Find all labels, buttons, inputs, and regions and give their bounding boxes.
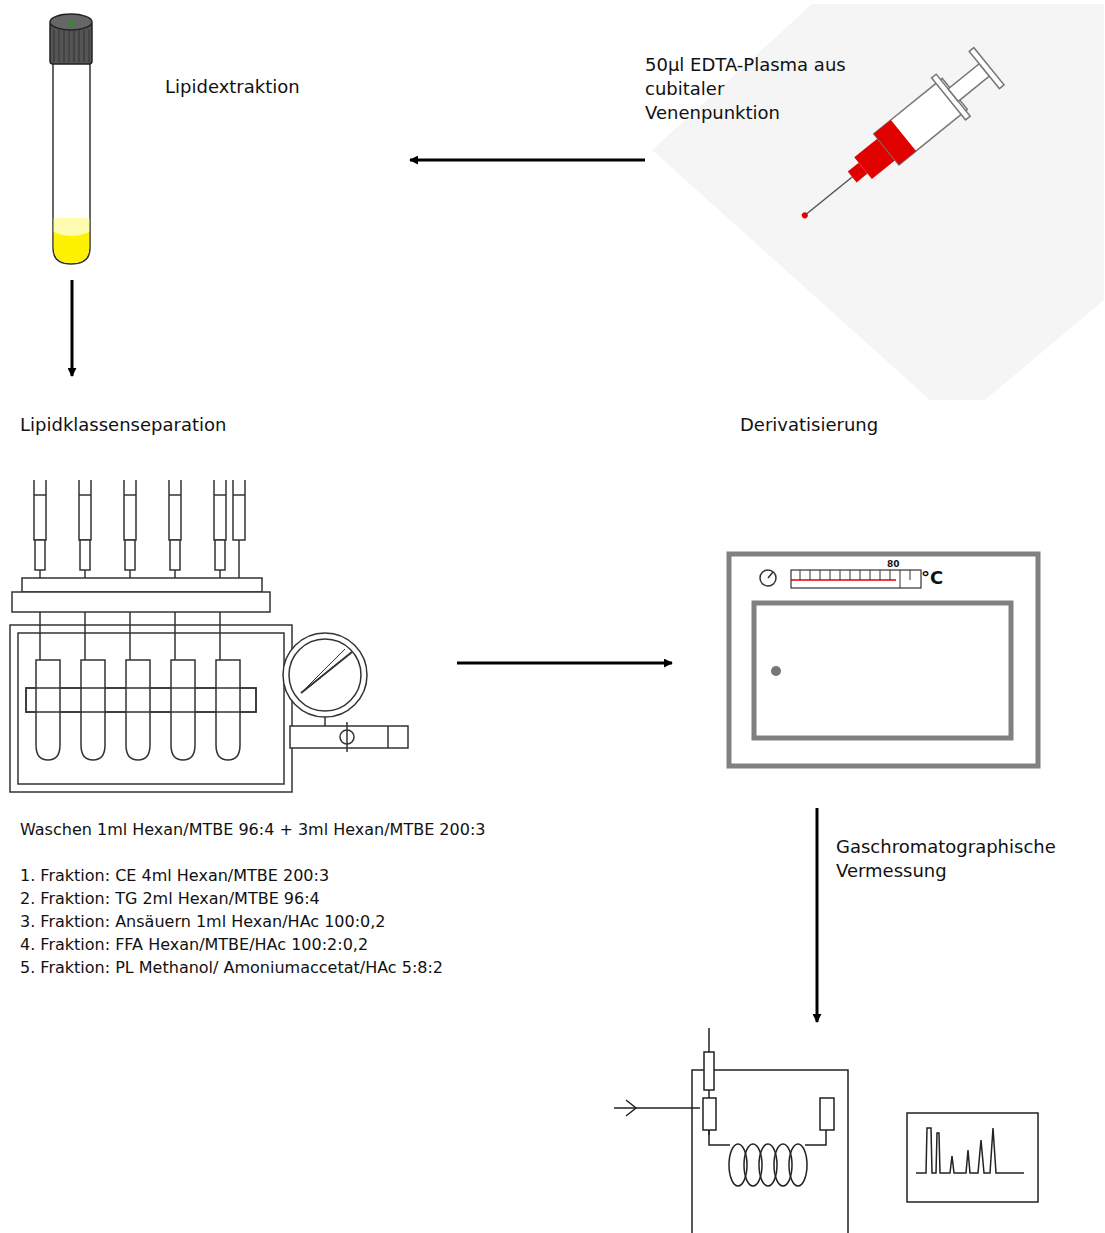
flow-arrow bbox=[71, 280, 74, 376]
flow-arrow bbox=[816, 808, 819, 1022]
oven-scale-label: °C bbox=[921, 568, 943, 588]
process-stage: 50µl EDTA-Plasma aus cubitaler Venenpunk… bbox=[645, 50, 1088, 400]
oven bbox=[729, 554, 1038, 766]
protocol-note: 3. Fraktion: Ansäuern 1ml Hexan/HAc 100:… bbox=[20, 912, 386, 932]
flow-arrow bbox=[457, 662, 672, 665]
process-stage: Lipidklassenseparation bbox=[15, 376, 457, 796]
protocol-note: 4. Fraktion: FFA Hexan/MTBE/HAc 100:2:0,… bbox=[20, 935, 368, 955]
gas-chromatograph bbox=[614, 1028, 1038, 1233]
stage-label: 50µl EDTA-Plasma aus cubitaler Venenpunk… bbox=[645, 53, 860, 125]
flow-arrow bbox=[410, 159, 645, 162]
spe-manifold bbox=[10, 480, 408, 792]
protocol-note: 5. Fraktion: PL Methanol/ Amoniumaccetat… bbox=[20, 958, 443, 978]
stage-label: Lipidklassenseparation bbox=[20, 413, 320, 437]
process-stage: Lipidextraktion bbox=[45, 10, 410, 280]
stage-label: Lipidextraktion bbox=[165, 75, 365, 99]
oven-scale-label: 80 bbox=[887, 559, 900, 569]
test-tube bbox=[50, 14, 92, 264]
process-stage: Derivatisierung bbox=[672, 405, 1045, 808]
protocol-note: Waschen 1ml Hexan/MTBE 96:4 + 3ml Hexan/… bbox=[20, 820, 485, 840]
stage-label: Derivatisierung bbox=[740, 413, 960, 437]
protocol-note: 1. Fraktion: CE 4ml Hexan/MTBE 200:3 bbox=[20, 866, 329, 886]
stage-label: Gaschromatographische Vermessung bbox=[836, 835, 1105, 883]
process-stage: Gaschromatographische Vermessung bbox=[600, 1022, 1095, 1227]
protocol-note: 2. Fraktion: TG 2ml Hexan/MTBE 96:4 bbox=[20, 889, 320, 909]
